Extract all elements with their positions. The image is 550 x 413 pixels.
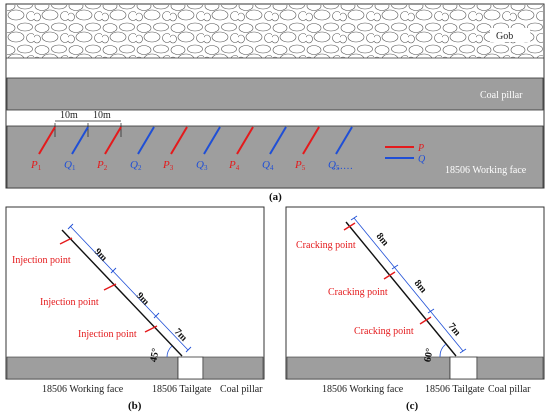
coal-pillar-zone xyxy=(6,77,544,111)
panel-a: Gob Coal pillar 18506 Working face 10m 1… xyxy=(5,3,545,203)
point-mark-c-3 xyxy=(419,316,432,325)
coal-pillar-label: Coal pillar xyxy=(480,90,523,101)
point-mark-b-3 xyxy=(144,325,158,333)
caption-b: (b) xyxy=(128,400,142,412)
bottom-label-c-1: 18506 Working face xyxy=(322,384,404,395)
point-mark-b-2 xyxy=(103,283,117,291)
working-face-zone xyxy=(6,125,544,189)
point-mark-c-1 xyxy=(343,222,356,231)
tailgate-c xyxy=(449,356,478,380)
coal-pillar-strip-c xyxy=(476,356,544,380)
borehole-label-q5: Q5 xyxy=(328,159,340,172)
borehole-p2 xyxy=(104,126,122,155)
borehole-label-p5: P5 xyxy=(294,159,306,172)
tailgate-b xyxy=(177,356,204,380)
ellipsis: …… xyxy=(333,161,353,172)
angle-label-c: 60° xyxy=(422,347,435,363)
point-mark-c-2 xyxy=(383,271,396,280)
spacing-label-2: 10m xyxy=(93,110,111,121)
borehole-p1 xyxy=(38,126,56,155)
borehole-label-p2: P2 xyxy=(96,159,108,172)
borehole-q5 xyxy=(335,126,353,155)
coal-pillar-strip-b xyxy=(202,356,264,380)
dimension-line-b xyxy=(69,225,189,351)
caption-a: (a) xyxy=(269,191,282,203)
borehole-label-q3: Q3 xyxy=(196,159,208,172)
bottom-label-c-3: Coal pillar xyxy=(488,384,531,395)
point-label-c-2: Cracking point xyxy=(328,287,388,298)
borehole-layout: P1 Q1 P2 Q2 P3 Q3 P4 Q4 P5 Q5 xyxy=(30,126,353,172)
legend-q-label: Q xyxy=(418,154,426,165)
borehole-label-q2: Q2 xyxy=(130,159,142,172)
gob-label: Gob xyxy=(496,31,513,42)
bottom-label-b-3: Coal pillar xyxy=(220,384,263,395)
borehole-q1 xyxy=(71,126,89,155)
bottom-label-b-2: 18506 Tailgate xyxy=(152,384,212,395)
point-label-c-3: Cracking point xyxy=(354,326,414,337)
angle-label-b: 45° xyxy=(148,347,161,363)
spacing-label-1: 10m xyxy=(60,110,78,121)
working-face-label: 18506 Working face xyxy=(445,165,527,176)
bottom-label-b-1: 18506 Working face xyxy=(42,384,124,395)
borehole-c xyxy=(345,221,457,357)
legend-p-label: P xyxy=(417,143,424,154)
dimension-line-c xyxy=(353,217,464,352)
bottom-label-c-2: 18506 Tailgate xyxy=(425,384,485,395)
point-label-b-3: Injection point xyxy=(78,329,137,340)
point-mark-b-1 xyxy=(59,237,73,245)
borehole-label-p4: P4 xyxy=(228,159,240,172)
panel-b-frame xyxy=(5,206,265,380)
caption-c: (c) xyxy=(406,400,419,412)
borehole-label-p1: P1 xyxy=(30,159,42,172)
point-label-b-1: Injection point xyxy=(12,255,71,266)
borehole-p3 xyxy=(170,126,188,155)
angle-arc-b xyxy=(166,345,173,358)
borehole-label-q4: Q4 xyxy=(262,159,274,172)
gob-zone xyxy=(7,5,543,58)
point-label-c-1: Cracking point xyxy=(296,240,356,251)
borehole-label-q1: Q1 xyxy=(64,159,76,172)
point-label-b-2: Injection point xyxy=(40,297,99,308)
borehole-label-p3: P3 xyxy=(162,159,174,172)
panel-c: Cracking point Cracking point Cracking p… xyxy=(285,206,545,412)
gob-label-bg xyxy=(490,28,530,42)
panel-b: Injection point Injection point Injectio… xyxy=(5,206,265,412)
angle-arc-c xyxy=(439,343,447,358)
borehole-q2 xyxy=(137,126,155,155)
borehole-q4 xyxy=(269,126,287,155)
borehole-q3 xyxy=(203,126,221,155)
borehole-p4 xyxy=(236,126,254,155)
borehole-p5 xyxy=(302,126,320,155)
borehole-b xyxy=(61,229,183,357)
